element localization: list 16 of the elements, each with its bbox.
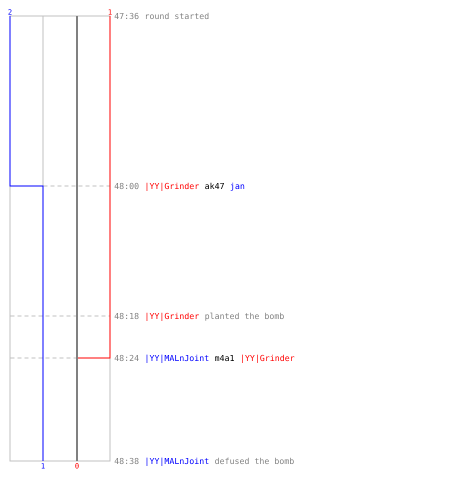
timestamp: 47:36: [114, 12, 139, 20]
timestamp: 48:00: [114, 182, 139, 190]
timestamp: 48:38: [114, 458, 139, 464]
timestamp: 48:18: [114, 312, 139, 320]
player-name: |YY|Grinder: [242, 354, 294, 363]
player-name: jan: [230, 182, 244, 191]
event-text: planted the bomb: [205, 312, 284, 321]
player-name: |YY|Grinder: [146, 312, 199, 321]
event-text: defused the bomb: [215, 458, 294, 464]
player-name: |YY|MALnJoint: [146, 354, 208, 363]
timestamp: 48:24: [114, 354, 139, 362]
weapon-name: ak47: [205, 182, 224, 190]
player-name: |YY|Grinder: [146, 182, 199, 191]
player-name: |YY|MALnJoint: [146, 458, 208, 466]
event-text: round started: [146, 12, 208, 20]
weapon-name: m4a1: [215, 354, 234, 362]
